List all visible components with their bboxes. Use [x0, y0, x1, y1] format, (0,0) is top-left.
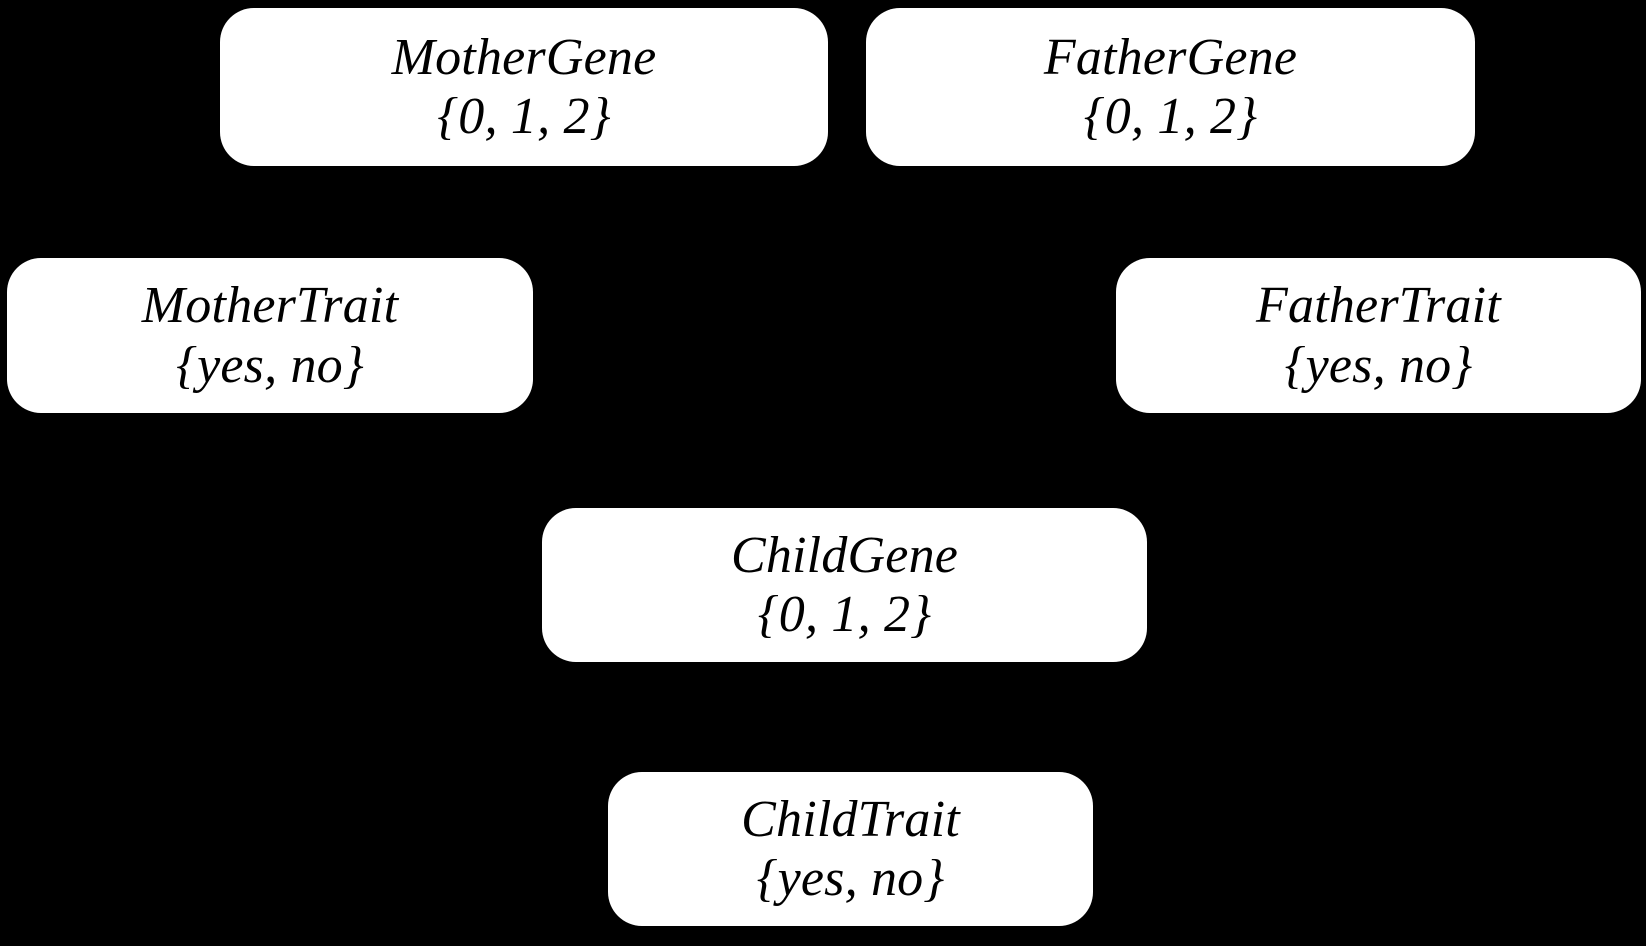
node-mother-gene[interactable]: MotherGene {0, 1, 2}	[220, 8, 828, 166]
node-mother-gene-label: MotherGene	[391, 28, 657, 86]
node-father-gene[interactable]: FatherGene {0, 1, 2}	[866, 8, 1475, 166]
node-mother-gene-domain: {0, 1, 2}	[437, 88, 611, 145]
node-father-trait-domain: {yes, no}	[1284, 336, 1473, 394]
node-child-trait[interactable]: ChildTrait {yes, no}	[608, 772, 1093, 926]
node-child-gene-domain: {0, 1, 2}	[757, 586, 932, 643]
node-father-gene-domain: {0, 1, 2}	[1083, 88, 1258, 145]
node-father-trait[interactable]: FatherTrait {yes, no}	[1116, 258, 1641, 413]
node-father-trait-label: FatherTrait	[1256, 277, 1501, 335]
node-child-gene[interactable]: ChildGene {0, 1, 2}	[542, 508, 1147, 662]
node-mother-trait-label: MotherTrait	[141, 277, 399, 335]
node-father-gene-label: FatherGene	[1043, 28, 1298, 86]
node-mother-trait-domain: {yes, no}	[176, 336, 364, 394]
node-child-trait-label: ChildTrait	[741, 790, 960, 848]
node-mother-trait[interactable]: MotherTrait {yes, no}	[7, 258, 533, 413]
node-child-trait-domain: {yes, no}	[756, 850, 945, 907]
node-child-gene-label: ChildGene	[730, 526, 959, 584]
